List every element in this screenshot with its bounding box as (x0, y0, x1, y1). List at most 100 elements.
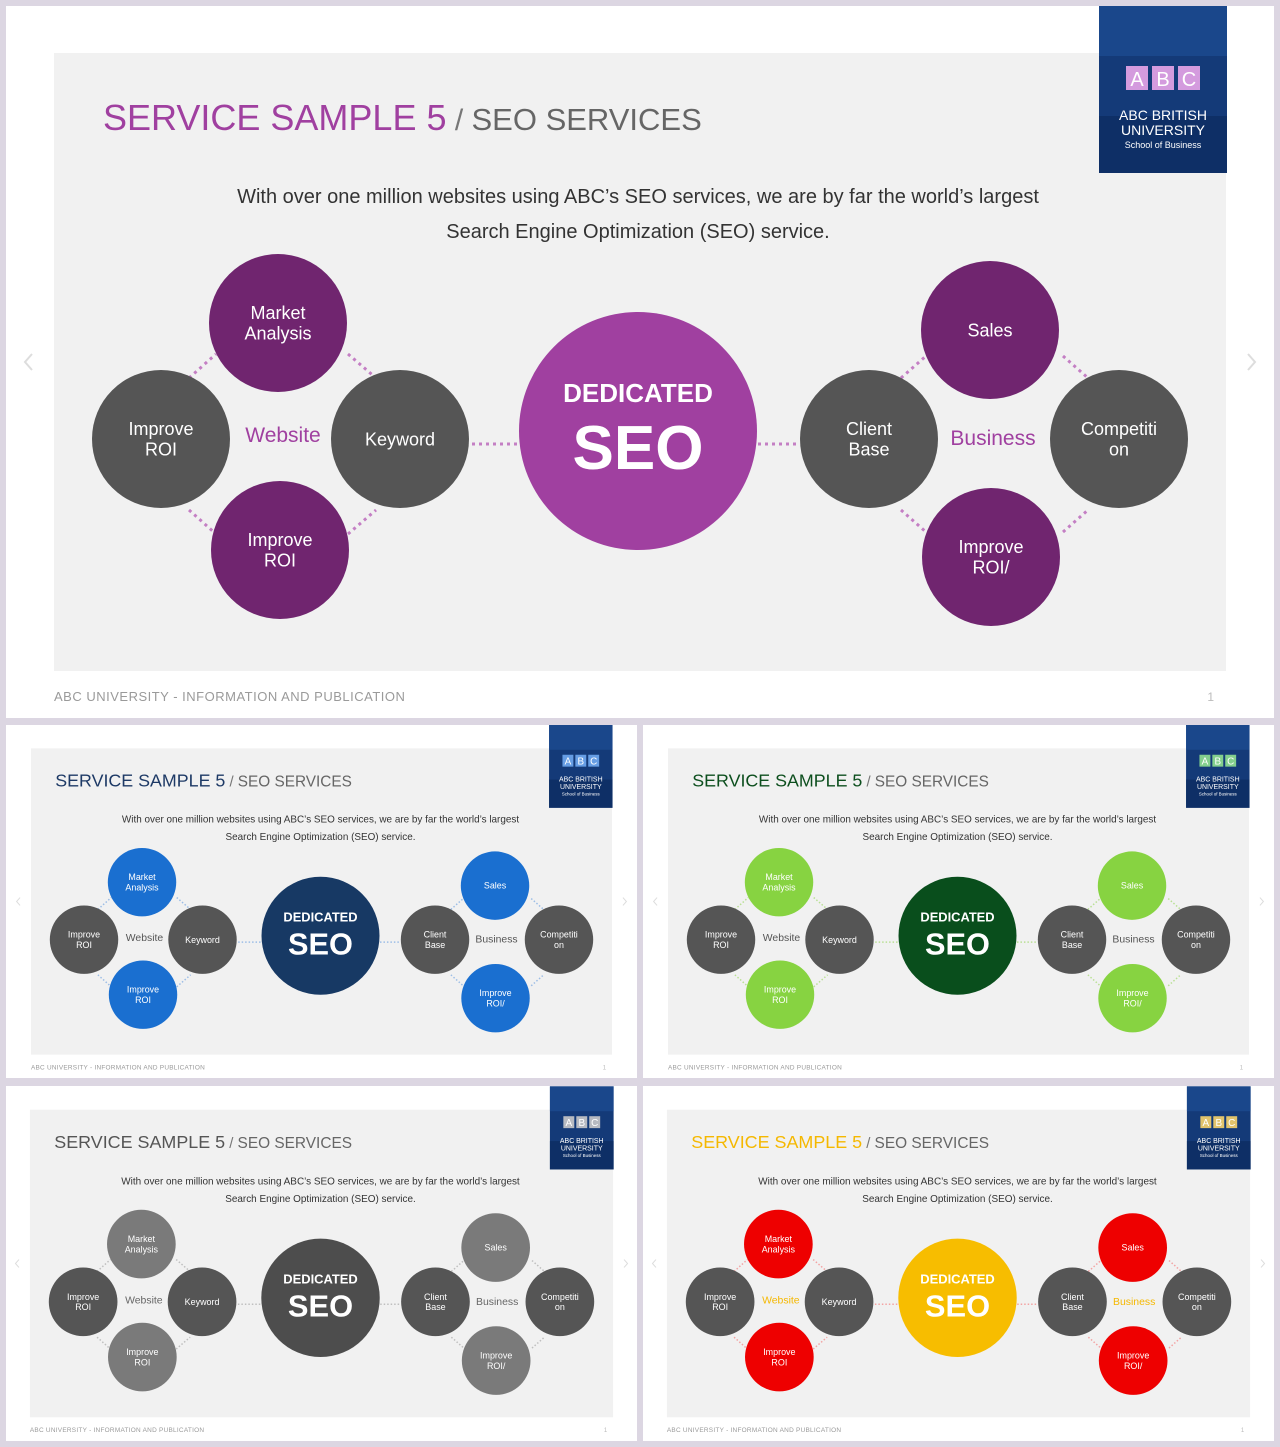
slide-title: SERVICE SAMPLE 5 / SEO SERVICES (103, 97, 702, 138)
node-keyword: Keyword (331, 370, 469, 508)
logo-letter: C (1227, 757, 1234, 768)
title-main: SERVICE SAMPLE 5 (691, 1132, 862, 1152)
logo-letter: C (1228, 1118, 1235, 1129)
node-sales: Sales (461, 1213, 531, 1282)
node-improve-roi-left-label: ROI (75, 1302, 91, 1312)
next-arrow-icon[interactable] (1260, 1259, 1266, 1268)
logo-letter-box (576, 1116, 588, 1129)
node-improve-roi-bottom-label: ROI (134, 1357, 150, 1367)
node-improve-roi-left-label: ROI (712, 1302, 728, 1312)
node-market-analysis-label: Market (128, 872, 156, 882)
logo-letter: A (1202, 757, 1209, 768)
logo-line-3: School of Business (1199, 791, 1238, 796)
logo-line-2: UNIVERSITY (561, 1146, 603, 1153)
logo-line-1: ABC BRITISH (1196, 777, 1240, 784)
node-client-base-label: Base (1062, 1302, 1082, 1312)
node-market-analysis-label: Market (128, 1234, 156, 1244)
hub-label-website: Website (763, 933, 801, 944)
node-keyword-label: Keyword (365, 429, 435, 449)
node-market-analysis-label: Market (250, 303, 305, 323)
title-sub: SEO SERVICES (875, 773, 989, 790)
logo-letter: C (1182, 69, 1196, 91)
diagram-connectors (97, 896, 545, 988)
next-arrow-icon[interactable] (622, 897, 628, 906)
logo-letter-box (1200, 1116, 1212, 1129)
node-competition-label: Competiti (1081, 419, 1157, 439)
hub-label-business: Business (1112, 935, 1154, 946)
logo-letter: B (1156, 69, 1169, 91)
node-improve-roi-left-label: Improve (705, 930, 737, 940)
prev-arrow-icon[interactable] (14, 1259, 20, 1268)
center-label-top: DEDICATED (283, 1271, 357, 1286)
logo-line-1: ABC BRITISH (560, 1138, 604, 1145)
node-improve-roi-right-label: ROI/ (1124, 1361, 1143, 1371)
next-arrow-icon[interactable] (1259, 897, 1265, 906)
node-improve-roi-bottom-label: Improve (763, 1347, 795, 1357)
page-number: 1 (1240, 1066, 1244, 1072)
prev-arrow-icon[interactable] (652, 897, 658, 906)
slide-title: SERVICE SAMPLE 5 / SEO SERVICES (692, 770, 989, 790)
prev-arrow-icon[interactable] (651, 1259, 657, 1268)
logo-letter-box (575, 754, 587, 767)
title-sub: SEO SERVICES (238, 1135, 352, 1152)
logo-letter-box (1199, 754, 1211, 767)
node-keyword-label: Keyword (822, 935, 857, 945)
node-improve-roi-right-label: ROI/ (1123, 998, 1142, 1008)
node-improve-roi-right-label: ROI/ (487, 1361, 506, 1371)
node-sales-label: Sales (484, 881, 507, 891)
center-label-main: SEO (925, 927, 990, 962)
description-line-2: Search Engine Optimization (SEO) service… (226, 832, 416, 843)
node-improve-roi-bottom-label: ROI (772, 995, 788, 1005)
node-market-analysis-label: Analysis (762, 1244, 796, 1254)
node-competition-label: Competiti (1177, 930, 1215, 940)
prev-arrow-icon[interactable] (15, 897, 21, 906)
node-improve-roi-left-label: Improve (704, 1292, 736, 1302)
description-line-2: Search Engine Optimization (SEO) service… (863, 832, 1053, 843)
node-sales-label: Sales (1121, 881, 1144, 891)
title-sub: SEO SERVICES (472, 102, 702, 137)
center-label-top: DEDICATED (920, 1271, 994, 1286)
node-sales: Sales (1098, 1213, 1168, 1282)
next-arrow-icon[interactable] (623, 1259, 629, 1268)
node-client-base-label: Base (1062, 940, 1082, 950)
node-improve-roi-left-label: ROI (76, 940, 92, 950)
description-line-2: Search Engine Optimization (SEO) service… (862, 1194, 1053, 1205)
node-keyword: Keyword (168, 905, 237, 974)
node-keyword-label: Keyword (185, 1297, 220, 1307)
hub-label-business: Business (475, 935, 517, 946)
description-line-1: With over one million websites using ABC… (758, 1176, 1157, 1187)
next-arrow-icon[interactable] (1247, 353, 1257, 371)
node-improve-roi-left-label: Improve (128, 419, 193, 439)
prev-arrow-icon[interactable] (23, 353, 33, 371)
diagram-connectors (96, 1258, 545, 1350)
node-competition-label: Competiti (541, 1292, 579, 1302)
title-separator: / (862, 1135, 874, 1152)
node-improve-roi-bottom-label: Improve (247, 530, 312, 550)
node-improve-roi-right-label: Improve (958, 537, 1023, 557)
hub-label-website: Website (762, 1295, 800, 1306)
slide-title: SERVICE SAMPLE 5 / SEO SERVICES (54, 1132, 352, 1152)
hub-label-website: Website (126, 933, 164, 944)
title-main: SERVICE SAMPLE 5 (54, 1132, 225, 1152)
logo-letter: A (565, 757, 572, 768)
title-separator: / (446, 104, 471, 137)
